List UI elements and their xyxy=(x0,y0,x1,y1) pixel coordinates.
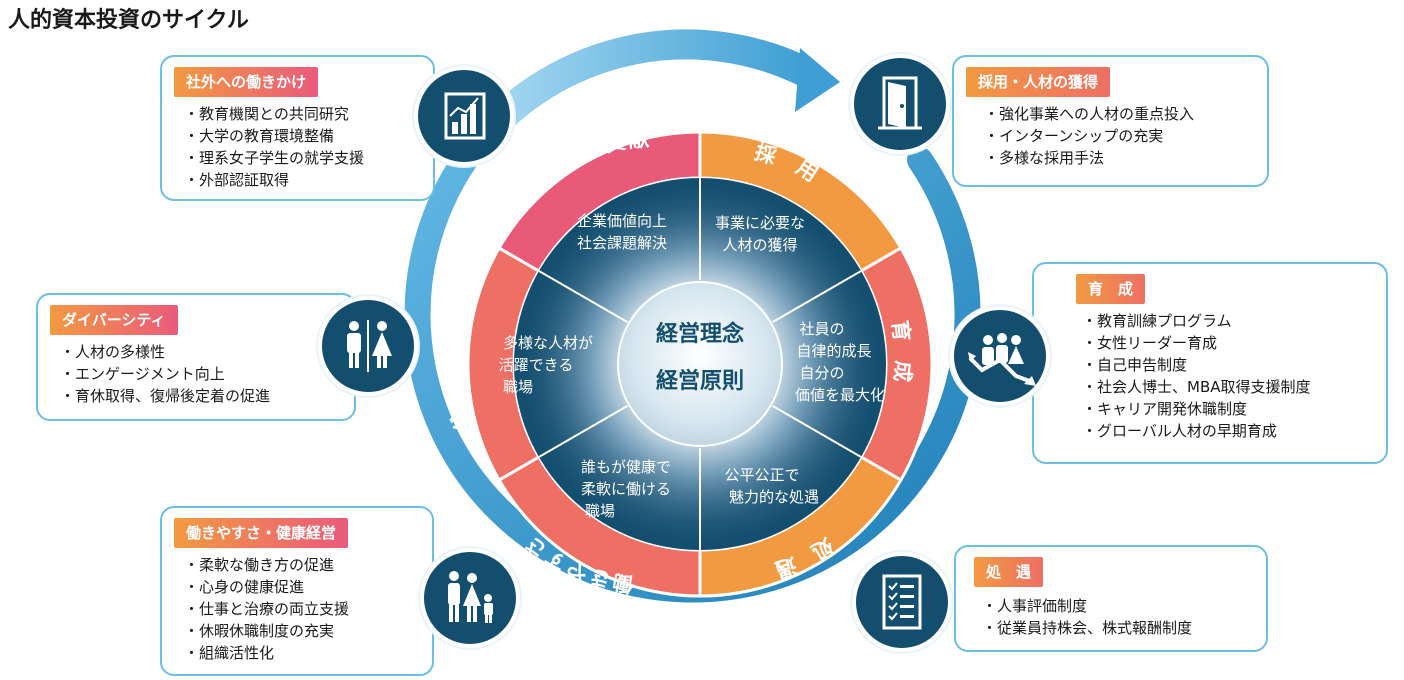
list-item: 強化事業への人材の重点投入 xyxy=(984,103,1194,125)
sector-divider-1 xyxy=(772,270,862,323)
list-item: キャリア開発休職制度 xyxy=(1082,398,1311,420)
list-item: 大学の教育環境整備 xyxy=(184,125,364,147)
card-external-list: 教育機関との共同研究 大学の教育環境整備 理系女子学生の就学支援 外部認証取得 xyxy=(184,103,364,191)
page-title: 人的資本投資のサイクル xyxy=(8,8,249,33)
sector-right-line1: 社員の xyxy=(799,320,844,338)
center-circle xyxy=(617,281,783,447)
sector-top-right-line1: 事業に必要な xyxy=(715,214,805,232)
sector-left-line1: 多様な人材が xyxy=(503,334,593,352)
list-item: インターンシップの充実 xyxy=(984,125,1194,147)
list-item: 女性リーダー育成 xyxy=(1082,332,1311,354)
card-diversity: ダイバーシティ 人材の多様性 エンゲージメント向上 育休取得、復帰後定着の促進 xyxy=(36,293,356,421)
card-develop-list: 教育訓練プログラム 女性リーダー育成 自己申告制度 社会人博士、MBA取得支援制… xyxy=(1082,310,1311,442)
sector-right-line3: 自分の xyxy=(799,364,844,382)
list-item: 育休取得、復帰後定着の促進 xyxy=(60,385,270,407)
card-treatment-list: 人事評価制度 従業員持株会、株式報酬制度 xyxy=(982,595,1192,639)
sector-divider-5 xyxy=(538,270,628,323)
card-wellness-tag: 働きやすさ・健康経営 xyxy=(174,518,349,548)
list-item: 人材の多様性 xyxy=(60,341,270,363)
card-develop: 育 成 教育訓練プログラム 女性リーダー育成 自己申告制度 社会人博士、MBA取… xyxy=(1032,262,1388,464)
sector-top-right-line2: 人材の獲得 xyxy=(722,236,797,254)
card-recruit-list: 強化事業への人材の重点投入 インターンシップの充実 多様な採用手法 xyxy=(984,103,1194,169)
card-wellness-list: 柔軟な働き方の促進 心身の健康促進 仕事と治療の両立支援 休暇休職制度の充実 組… xyxy=(184,554,349,664)
growth-people-icon xyxy=(950,306,1050,406)
list-item: 仕事と治療の両立支援 xyxy=(184,598,349,620)
center-line1: 経営理念 xyxy=(656,321,744,347)
sector-right-line2: 自律的成長 xyxy=(796,342,871,360)
sector-bottom-left-line1: 誰もが健康で xyxy=(581,458,671,476)
card-develop-tag: 育 成 xyxy=(1076,274,1146,304)
ring-label-ikusei: 育成 xyxy=(888,319,916,401)
list-item: グローバル人材の早期育成 xyxy=(1082,420,1311,442)
sector-left-line3: 職場 xyxy=(503,378,533,396)
list-item: 外部認証取得 xyxy=(184,169,364,191)
list-item: 自己申告制度 xyxy=(1082,354,1311,376)
list-item: 柔軟な働き方の促進 xyxy=(184,554,349,576)
family-icon xyxy=(420,548,520,648)
center-line2: 経営原則 xyxy=(656,368,744,394)
list-item: 人事評価制度 xyxy=(982,595,1192,617)
card-treatment-tag: 処 遇 xyxy=(974,557,1044,587)
list-item: 教育訓練プログラム xyxy=(1082,310,1311,332)
bar-chart-icon xyxy=(414,66,514,166)
card-recruit-tag: 採用・人材の獲得 xyxy=(966,67,1111,97)
card-external: 社外への働きかけ 教育機関との共同研究 大学の教育環境整備 理系女子学生の就学支… xyxy=(160,55,435,201)
sector-right-line4: 価値を最大化 xyxy=(795,386,885,404)
sector-dividers xyxy=(538,178,862,550)
list-item: 組織活性化 xyxy=(184,642,349,664)
sector-top-left-line2: 社会課題解決 xyxy=(577,234,667,252)
sector-bottom-left-line3: 職場 xyxy=(585,502,615,520)
door-icon xyxy=(850,54,950,154)
list-item: 理系女子学生の就学支援 xyxy=(184,147,364,169)
list-item: 休暇休職制度の充実 xyxy=(184,620,349,642)
cycle-arrow-head-icon xyxy=(795,48,840,112)
sector-divider-2 xyxy=(772,405,862,458)
checklist-icon xyxy=(852,552,952,652)
list-item: 従業員持株会、株式報酬制度 xyxy=(982,617,1192,639)
card-recruit: 採用・人材の獲得 強化事業への人材の重点投入 インターンシップの充実 多様な採用… xyxy=(952,55,1269,187)
list-item: 多様な採用手法 xyxy=(984,147,1194,169)
restroom-people-icon xyxy=(318,296,418,396)
card-external-tag: 社外への働きかけ xyxy=(174,67,319,97)
sector-divider-4 xyxy=(538,405,628,458)
card-diversity-tag: ダイバーシティ xyxy=(50,305,178,335)
sector-bottom-left-line2: 柔軟に働ける xyxy=(581,480,671,498)
list-item: 心身の健康促進 xyxy=(184,576,349,598)
card-treatment: 処 遇 人事評価制度 従業員持株会、株式報酬制度 xyxy=(954,545,1268,652)
list-item: 社会人博士、MBA取得支援制度 xyxy=(1082,376,1311,398)
sector-bottom-right-line2: 魅力的な処遇 xyxy=(729,488,819,506)
sector-bottom-right-line1: 公平公正で xyxy=(724,466,799,484)
sector-left-line2: 活躍できる xyxy=(499,356,574,374)
list-item: エンゲージメント向上 xyxy=(60,363,270,385)
card-diversity-list: 人材の多様性 エンゲージメント向上 育休取得、復帰後定着の促進 xyxy=(60,341,270,407)
list-item: 教育機関との共同研究 xyxy=(184,103,364,125)
sector-top-left-line1: 企業価値向上 xyxy=(577,212,667,230)
card-wellness: 働きやすさ・健康経営 柔軟な働き方の促進 心身の健康促進 仕事と治療の両立支援 … xyxy=(160,506,434,676)
